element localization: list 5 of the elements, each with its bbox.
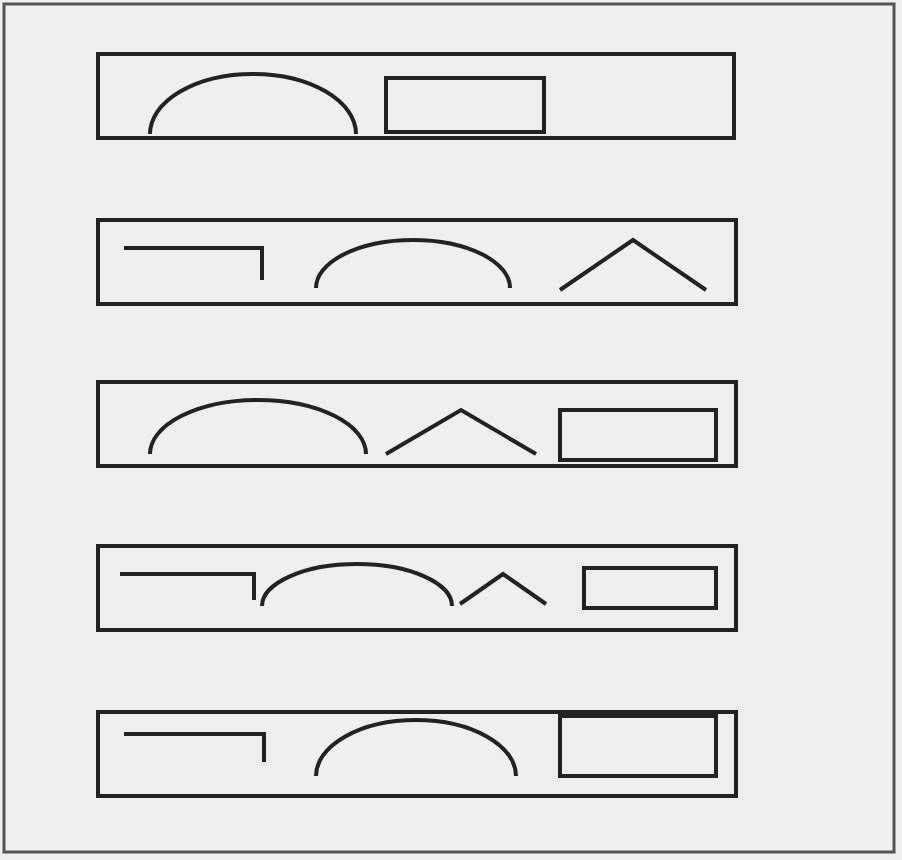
shape-panel: [96, 52, 736, 140]
shape-panel: [96, 710, 738, 798]
shape-panel: [96, 218, 738, 306]
shape-panel: [96, 544, 738, 632]
shape-panel: [96, 380, 738, 468]
